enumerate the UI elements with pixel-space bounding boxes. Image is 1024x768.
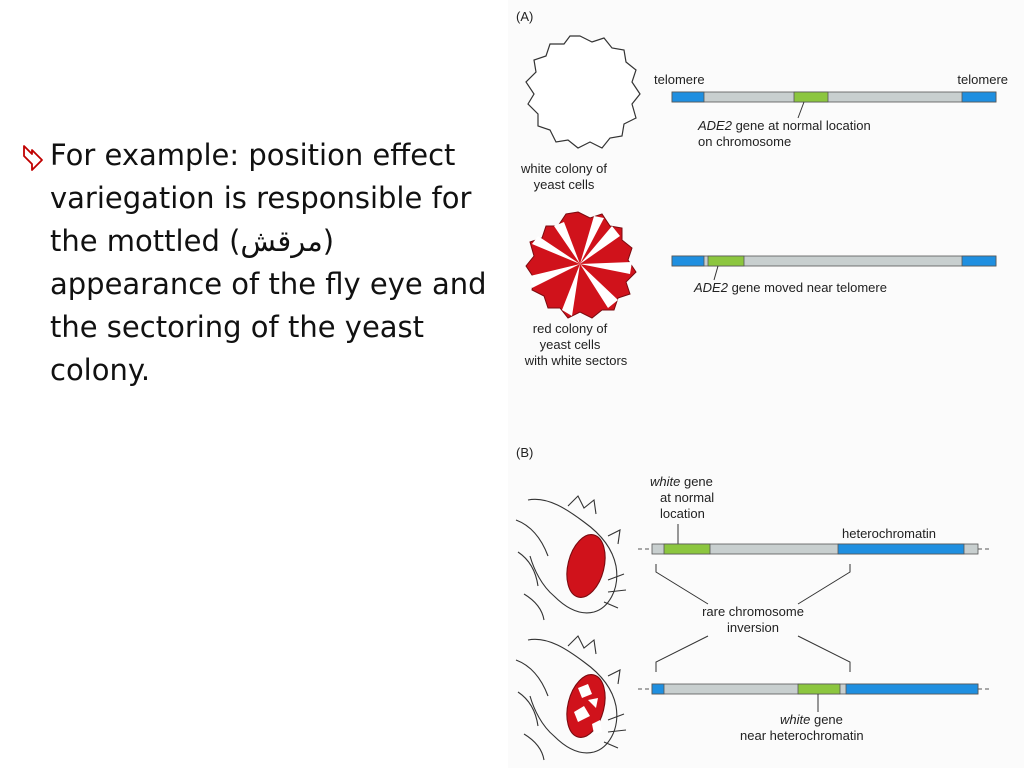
- mottled-eye: [566, 674, 606, 738]
- heterochromatin-block: [845, 683, 979, 695]
- fly-head-normal: [515, 495, 627, 621]
- telomere-right: [961, 255, 997, 267]
- telomere-left: [671, 91, 705, 103]
- white-colony-caption-2: yeast cells: [534, 177, 595, 192]
- red-colony-caption-3: with white sectors: [524, 353, 628, 368]
- ade2-moved-label: ADE2 gene moved near telomere: [693, 280, 887, 295]
- white-colony: [525, 35, 641, 149]
- ade2-gene: [793, 91, 829, 103]
- white-gene-label-2: at normal: [660, 490, 714, 505]
- inversion-label-1: rare chromosome: [702, 604, 804, 619]
- ade2-gene-moved: [707, 255, 745, 267]
- white-near-label: white gene: [780, 712, 843, 727]
- fly-chromosome-inverted: [638, 683, 992, 695]
- chromosome-normal: [671, 91, 997, 103]
- telomere-left-label: telomere: [654, 72, 705, 87]
- variegation-figure: (A) white colony of yeast cells red colo…: [508, 0, 1024, 768]
- telomere-right: [961, 91, 997, 103]
- fly-chromosome-normal: [638, 543, 992, 555]
- white-colony-caption-1: white colony of: [520, 161, 607, 176]
- white-gene-label-3: location: [660, 506, 705, 521]
- fly-head-mottled: [515, 635, 627, 761]
- ade2-normal-label-2: on chromosome: [698, 134, 791, 149]
- telomere-right-label: telomere: [957, 72, 1008, 87]
- chromosome-moved: [671, 255, 997, 267]
- heterochromatin-block: [837, 543, 965, 555]
- inversion-label-2: inversion: [727, 620, 779, 635]
- white-gene-moved: [797, 683, 841, 695]
- white-gene-label: white gene: [650, 474, 713, 489]
- ade2-pointer: [797, 101, 805, 119]
- white-gene: [663, 543, 711, 555]
- red-eye: [566, 534, 606, 598]
- hollow-arrow-icon: [23, 145, 43, 171]
- panel-a-label: (A): [516, 9, 533, 24]
- red-colony-caption-2: yeast cells: [540, 337, 601, 352]
- red-colony-caption-1: red colony of: [533, 321, 608, 336]
- telomere-left: [671, 255, 705, 267]
- heterochromatin-label: heterochromatin: [842, 526, 936, 541]
- ade2-normal-label: ADE2 gene at normal location: [697, 118, 871, 133]
- ade2-moved-pointer: [713, 265, 719, 281]
- bullet-text: For example: position effect variegation…: [50, 138, 487, 387]
- red-colony: [525, 211, 637, 319]
- inversion-brackets: [655, 564, 851, 672]
- panel-b-label: (B): [516, 445, 533, 460]
- white-near-label-2: near heterochromatin: [740, 728, 864, 743]
